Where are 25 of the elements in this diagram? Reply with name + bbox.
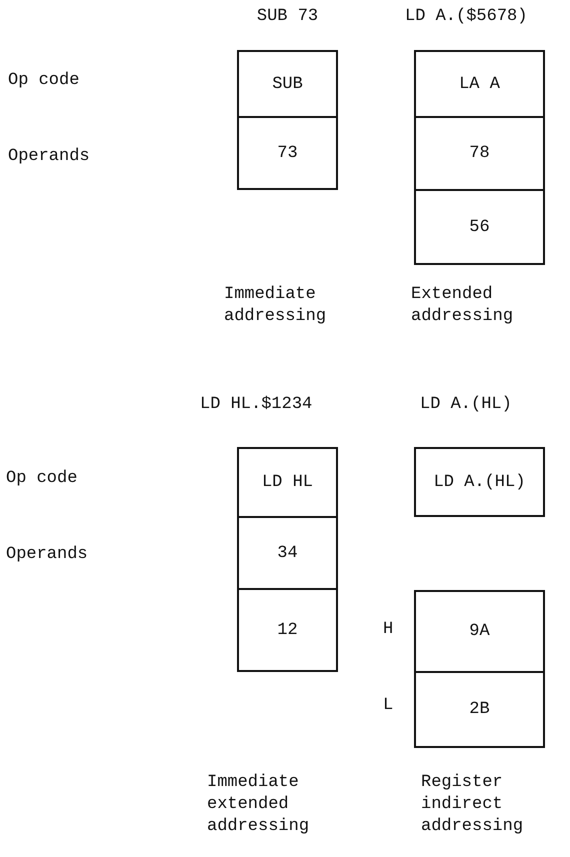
caption: Register indirect addressing — [421, 772, 524, 838]
caption: Extended addressing — [411, 284, 514, 328]
row-label: Op code — [8, 70, 80, 92]
row-label: Operands — [8, 146, 91, 168]
caption: Immediate addressing — [224, 284, 328, 328]
memory-cell: SUB — [237, 50, 338, 118]
row-label: Op code — [6, 468, 78, 490]
register-label: H — [383, 620, 394, 639]
instruction-heading: LD A.($5678) — [405, 6, 528, 28]
memory-cell: 12 — [237, 588, 338, 672]
memory-cell: 2B — [414, 671, 545, 748]
instruction-heading: LD A.(HL) — [420, 394, 513, 416]
memory-cell: 34 — [237, 516, 338, 590]
memory-cell: 73 — [237, 116, 338, 190]
register-label: L — [383, 696, 394, 715]
memory-cell: 56 — [414, 189, 545, 265]
memory-cell: LD A.(HL) — [414, 447, 545, 517]
instruction-heading: SUB 73 — [256, 6, 320, 28]
row-label: Operands — [6, 544, 89, 566]
memory-cell: LD HL — [237, 447, 338, 518]
memory-cell: 78 — [414, 116, 545, 191]
instruction-heading: LD HL.$1234 — [200, 394, 314, 416]
memory-cell: 9A — [414, 590, 545, 673]
memory-cell: LA A — [414, 50, 545, 118]
caption: Immediate extended addressing — [207, 772, 310, 838]
